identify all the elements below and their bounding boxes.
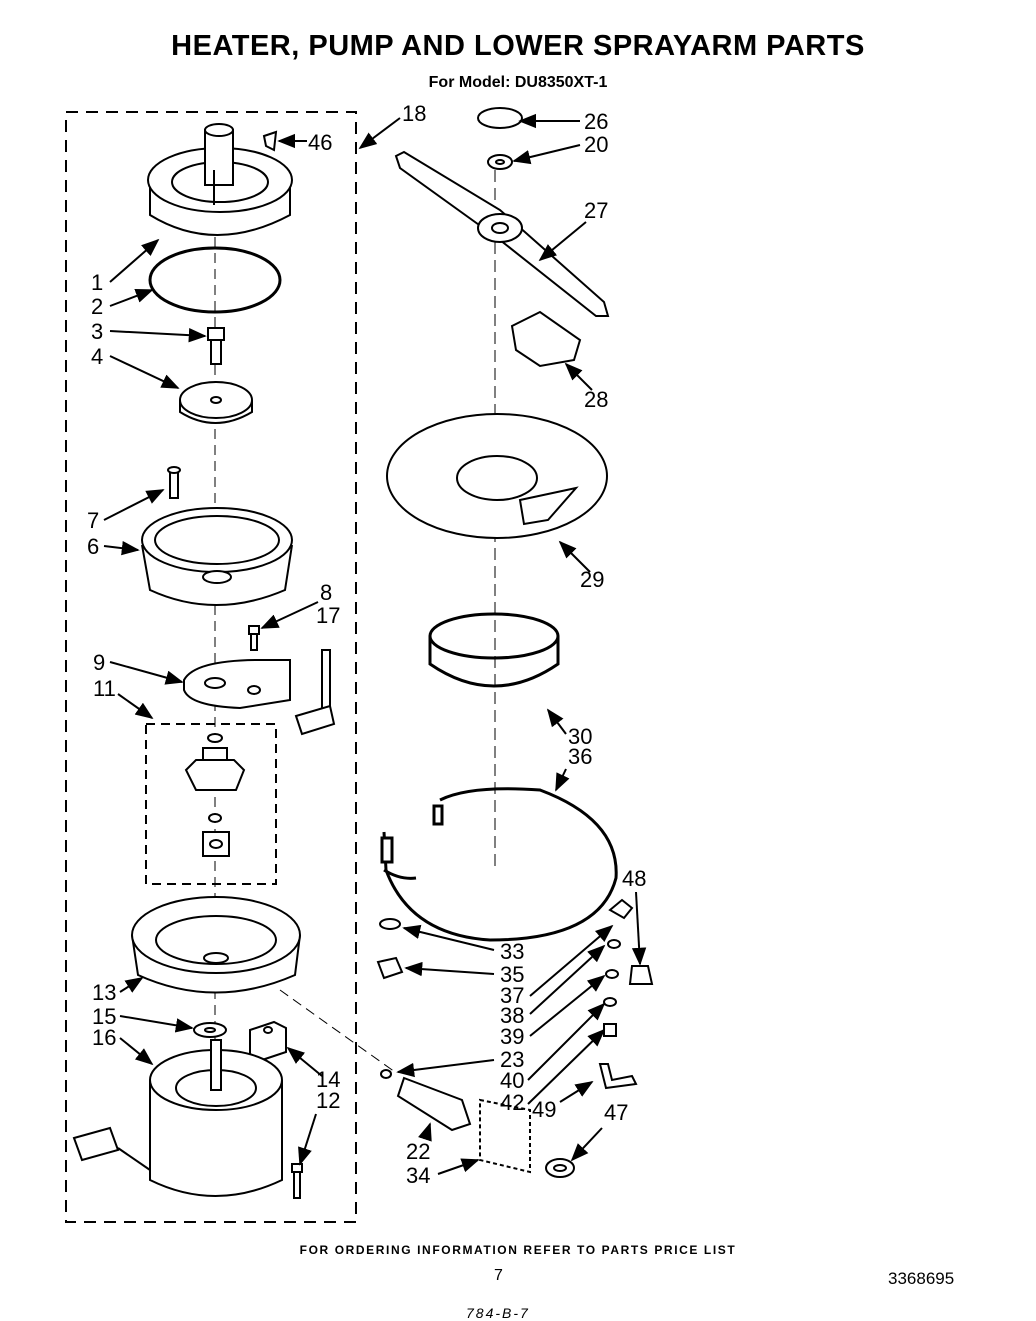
ring-30	[428, 612, 560, 688]
callout-33: 33	[500, 939, 524, 964]
hardware-stack	[598, 898, 638, 1090]
bracket-34	[479, 1098, 531, 1174]
callout-4: 4	[91, 344, 103, 369]
valve-22	[396, 1076, 472, 1132]
callout-11: 11	[93, 676, 116, 701]
callout-22: 22	[406, 1139, 430, 1164]
pump-assembly-boundary	[65, 111, 357, 1223]
callout-34: 34	[406, 1163, 430, 1188]
callout-14: 14	[316, 1067, 340, 1092]
callout-35: 35	[500, 962, 524, 987]
clip-part-46	[262, 130, 278, 152]
impeller-set-boundary	[145, 723, 277, 885]
pump-base-13	[131, 896, 301, 994]
callout-27: 27	[584, 198, 608, 223]
callout-39: 39	[500, 1024, 524, 1049]
page-title: HEATER, PUMP AND LOWER SPRAYARM PARTS	[171, 30, 865, 62]
pump-housing-6	[141, 507, 293, 606]
callout-17: 17	[316, 603, 340, 628]
callout-2: 2	[91, 294, 103, 319]
clamp-47	[545, 1158, 575, 1178]
callout-9: 9	[93, 650, 105, 675]
block-14	[249, 1020, 287, 1062]
callout-38: 38	[500, 1003, 524, 1028]
bolt-7	[167, 466, 181, 499]
callout-18: 18	[402, 101, 426, 126]
fitting-23	[380, 1069, 392, 1079]
callout-6: 6	[87, 534, 99, 559]
disk-4	[179, 381, 253, 424]
callout-48: 48	[622, 866, 646, 891]
callout-12: 12	[316, 1088, 340, 1113]
motor-16	[72, 1039, 283, 1197]
callout-40: 40	[500, 1068, 524, 1093]
callout-13: 13	[92, 980, 116, 1005]
ordering-note: FOR ORDERING INFORMATION REFER TO PARTS …	[299, 1243, 737, 1257]
handwritten-note: 784-B-7	[466, 1305, 530, 1321]
callout-36: 36	[568, 744, 592, 769]
page-number: 7	[494, 1267, 503, 1284]
callout-46: 46	[308, 130, 332, 155]
callout-30: 30	[568, 724, 592, 749]
callout-20: 20	[584, 132, 608, 157]
exploded-parts-diagram: 1 2 3 4 6 7 8 9 11 12 13 14 15 16 17 18 …	[65, 101, 654, 1223]
callout-8: 8	[320, 580, 332, 605]
callout-labels: 1 2 3 4 6 7 8 9 11 12 13 14 15 16 17 18 …	[87, 101, 646, 1188]
callout-7: 7	[87, 508, 99, 533]
plate-9	[183, 659, 291, 710]
bracket-35	[376, 956, 404, 980]
spray-arm-27	[394, 150, 610, 317]
seal-ring-2	[148, 246, 282, 314]
filter-screen-29	[386, 413, 608, 539]
washer-15	[193, 1022, 227, 1038]
leader-arrows	[103, 113, 647, 1175]
heater-terminal-17	[294, 649, 336, 736]
screw-3	[207, 327, 225, 365]
screw-8	[248, 625, 260, 651]
callout-26: 26	[584, 109, 608, 134]
callout-28: 28	[584, 387, 608, 412]
callout-16: 16	[92, 1025, 116, 1050]
callout-37: 37	[500, 983, 524, 1008]
callout-3: 3	[91, 319, 103, 344]
screw-12	[291, 1163, 303, 1199]
callout-23: 23	[500, 1047, 524, 1072]
callout-49: 49	[532, 1097, 556, 1122]
heating-element-36	[380, 787, 618, 942]
document-number: 3368695	[888, 1269, 955, 1288]
callout-1: 1	[91, 270, 103, 295]
thermostat-48	[628, 965, 654, 985]
callout-15: 15	[92, 1004, 116, 1029]
impeller-set-11	[184, 733, 246, 857]
model-subtitle: For Model: DU8350XT-1	[428, 74, 608, 91]
deflector-28	[510, 310, 582, 368]
cap-26	[477, 107, 523, 129]
callout-29: 29	[580, 567, 604, 592]
callout-47: 47	[604, 1100, 628, 1125]
callout-42: 42	[500, 1090, 524, 1115]
washer-20	[487, 154, 513, 170]
pump-cover	[147, 123, 293, 236]
washer-33	[379, 918, 401, 930]
